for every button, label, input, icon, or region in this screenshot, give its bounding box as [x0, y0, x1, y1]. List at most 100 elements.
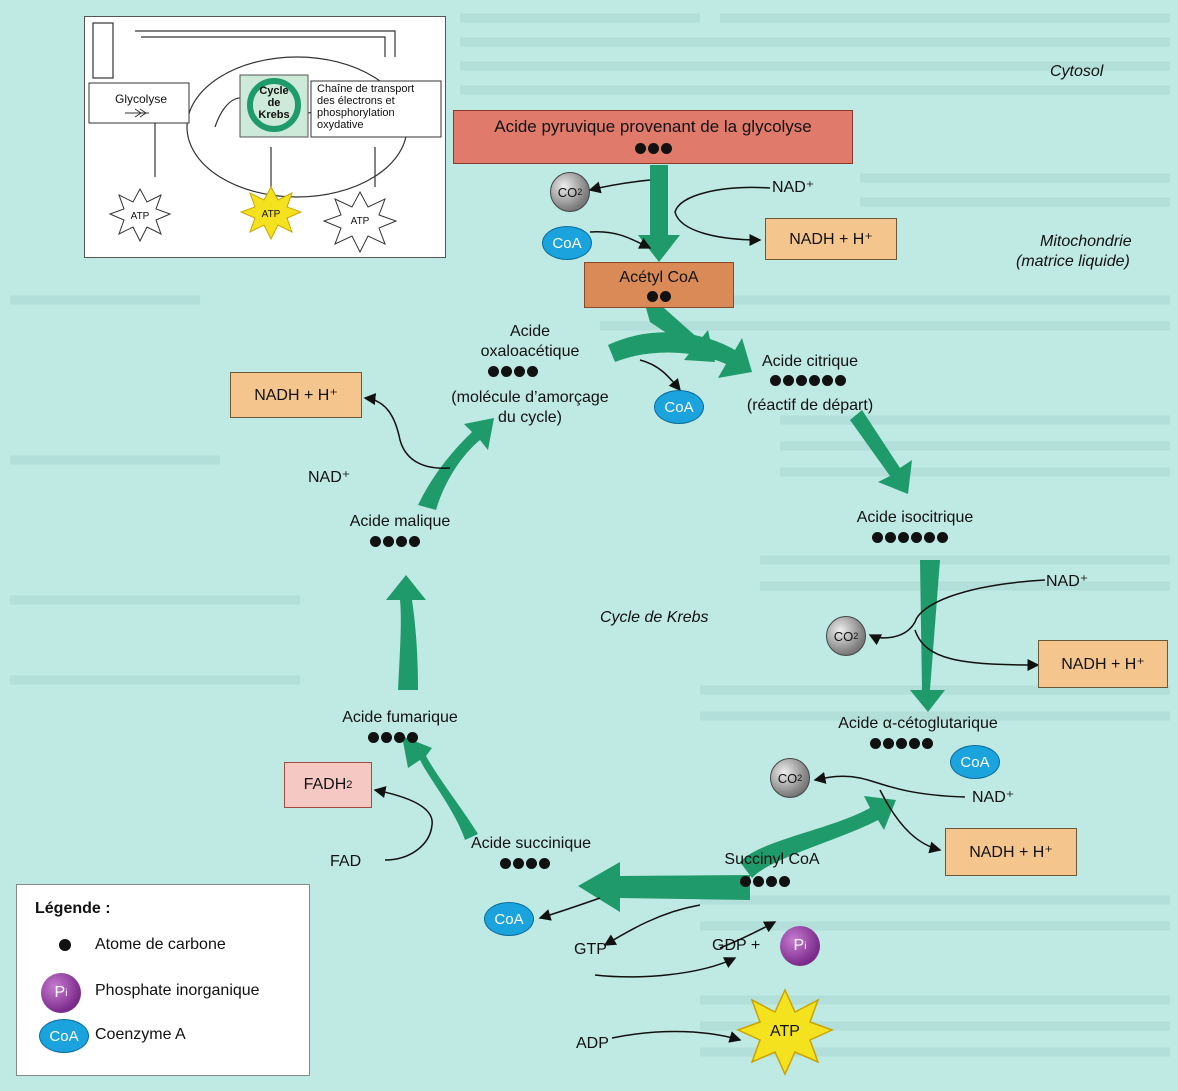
carbon-atom-icon: [924, 532, 935, 543]
carbon-atom-icon: [822, 375, 833, 386]
coa-molecule: CoA: [542, 226, 592, 260]
carbon-atom-icon: [779, 876, 790, 887]
carbon-atom-icon: [753, 876, 764, 887]
inset-chain-label-4: oxydative: [317, 119, 364, 131]
oxaloacetic-label-2: oxaloacétique: [480, 343, 580, 360]
inset-glycolysis-label: Glycolyse: [115, 92, 168, 106]
carbon-atom-icon: [381, 732, 392, 743]
overview-inset: Glycolyse Cycle de Krebs Chaîne de trans…: [84, 16, 446, 258]
carbon-atom-icon: [660, 290, 671, 302]
malic-acid-label: Acide malique: [349, 513, 451, 530]
carbon-atom-icon: [937, 532, 948, 543]
fad-label: FAD: [330, 853, 362, 870]
inset-krebs-label-2: de: [267, 97, 281, 109]
ketoglutaric-acid-label: Acide α-cétoglutarique: [838, 715, 998, 732]
inset-chain-label-2: des électrons et: [317, 95, 395, 107]
carbon-atom-icon: [872, 532, 883, 543]
krebs-cycle-label: Cycle de Krebs: [600, 609, 709, 626]
carbon-atom-icon: [740, 876, 751, 887]
carbon-atom-icon: [922, 738, 933, 749]
inset-krebs-label-3: Krebs: [258, 109, 290, 121]
nad-label: NAD⁺: [308, 469, 351, 486]
atp-label: ATP: [770, 1023, 800, 1040]
carbon-atom-icon: [898, 532, 909, 543]
oxaloacetic-label-1: Acide: [509, 323, 551, 340]
carbon-atom-icon: [526, 858, 537, 869]
nadh-box: NADH + H⁺: [945, 828, 1077, 876]
carbon-atom-icon: [370, 536, 381, 547]
carbon-atom-icon: [909, 738, 920, 749]
carbon-atom-icon: [911, 532, 922, 543]
fumaric-carbons: [368, 732, 418, 743]
nad-label: NAD⁺: [972, 789, 1015, 806]
carbon-atom-icon: [647, 290, 658, 302]
malic-carbons: [370, 536, 420, 547]
gdp-label: GDP +: [712, 937, 761, 954]
carbon-atom-icon: [809, 375, 820, 386]
carbon-atom-icon: [501, 366, 512, 377]
cytosol-label: Cytosol: [1050, 63, 1104, 80]
carbon-atom-icon: [783, 375, 794, 386]
inset-atp-label: ATP: [350, 216, 370, 227]
carbon-atom-icon: [660, 143, 672, 154]
inset-atp-label: ATP: [130, 211, 150, 222]
pyruvic-acid-box: Acide pyruvique provenant de la glycolys…: [453, 110, 853, 164]
isocitric-carbons: [872, 532, 948, 543]
carbon-atom-icon: [500, 858, 511, 869]
ketoglutaric-carbons: [870, 738, 933, 749]
carbon-atom-icon: [368, 732, 379, 743]
carbon-atom-icon: [383, 536, 394, 547]
atp-burst-icon: [322, 190, 398, 254]
nadh-box: NADH + H⁺: [765, 218, 897, 260]
legend-phosphate: Phosphate inorganique: [95, 982, 260, 999]
carbon-atom-icon: [394, 732, 405, 743]
succinyl-carbons: [740, 876, 790, 887]
inset-atp-label: ATP: [261, 209, 281, 220]
carbon-atom-icon: [796, 375, 807, 386]
succinic-carbons: [500, 858, 550, 869]
carbon-atom-icon: [634, 143, 646, 154]
adp-label: ADP: [576, 1035, 609, 1052]
inset-chain-label-3: phosphorylation: [317, 107, 395, 119]
gtp-label: GTP: [574, 941, 607, 958]
overview-diagram: [88, 22, 442, 254]
nad-label: NAD⁺: [772, 179, 815, 196]
carbon-atom-icon: [770, 375, 781, 386]
carbon-atom-icon: [885, 532, 896, 543]
nad-label: NAD⁺: [1046, 573, 1089, 590]
citric-acid-label: Acide citrique: [761, 353, 859, 370]
reaction-curves: [363, 179, 1046, 1043]
pyruvic-acid-label: Acide pyruvique provenant de la glycolys…: [494, 117, 812, 136]
inset-chain-label-1: Chaîne de transport: [317, 83, 415, 95]
carbon-atom-icon: [647, 143, 659, 154]
carbon-atom-icon: [396, 536, 407, 547]
acetyl-coa-box: Acétyl CoA: [584, 262, 734, 308]
atp-burst-icon: [108, 187, 172, 243]
succinic-acid-label: Acide succinique: [470, 835, 592, 852]
coa-molecule: CoA: [654, 390, 704, 424]
matrix-label: (matrice liquide): [1016, 253, 1130, 270]
carbon-atom-icon: [488, 366, 499, 377]
atp-burst-icon: [239, 185, 303, 241]
coa-molecule: CoA: [950, 745, 1000, 779]
nadh-box: NADH + H⁺: [1038, 640, 1168, 688]
coenzyme-icon: CoA: [39, 1019, 89, 1053]
isocitric-acid-label: Acide isocitrique: [856, 509, 974, 526]
legend-title: Légende :: [35, 900, 111, 917]
oxaloacetic-note-1: (molécule d’amorçage: [451, 389, 609, 406]
carbon-atom-icon: [409, 536, 420, 547]
carbon-atom-icon: [514, 366, 525, 377]
carbon-atom-icon: [539, 858, 550, 869]
nadh-box: NADH + H⁺: [230, 372, 362, 418]
carbon-atom-icon: [870, 738, 881, 749]
carbon-atom-icon: [513, 858, 524, 869]
oxaloacetic-carbons: [488, 366, 538, 377]
oxaloacetic-note-2: du cycle): [497, 409, 563, 426]
pyruvic-carbons: [634, 143, 672, 154]
succinyl-coa-label: Succinyl CoA: [724, 851, 820, 868]
citric-acid-note: (réactif de départ): [746, 397, 874, 414]
